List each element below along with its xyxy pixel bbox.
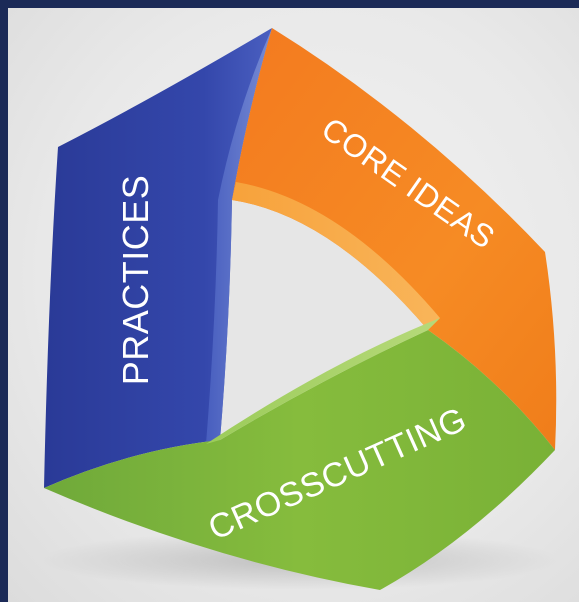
band-practices	[44, 28, 272, 488]
center-hole	[220, 200, 428, 440]
core-ideas-band-bevel	[232, 182, 440, 330]
band-core-ideas	[232, 28, 557, 450]
practices-band-bevel	[206, 28, 272, 444]
band-crosscutting	[44, 318, 555, 590]
core-ideas-band-shape	[232, 28, 557, 450]
crosscutting-band-shape	[44, 330, 555, 590]
crosscutting-band-bevel	[206, 318, 440, 444]
practices-label: PRACTICES	[115, 175, 156, 386]
